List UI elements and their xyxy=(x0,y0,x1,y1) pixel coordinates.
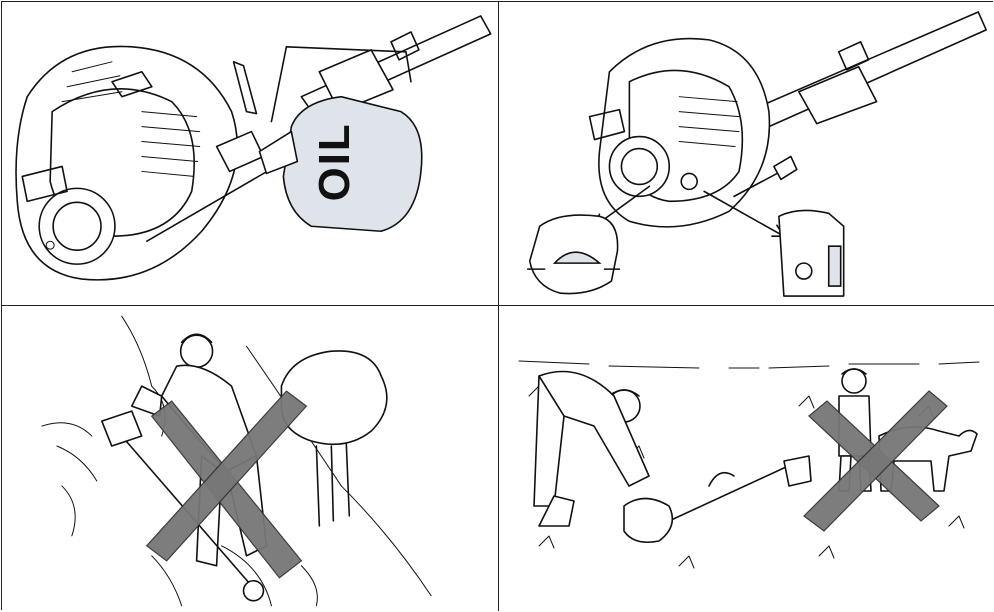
trimmer xyxy=(623,455,812,544)
dipstick xyxy=(733,155,798,198)
prohibition-x xyxy=(145,390,308,579)
tree xyxy=(280,350,388,527)
slope-warning-illustration xyxy=(41,315,432,607)
operator xyxy=(533,370,650,527)
panel-no-slope-operation xyxy=(2,306,499,611)
oil-bottle: OIL xyxy=(258,46,423,233)
prohibition-x xyxy=(803,390,948,532)
engine-body xyxy=(15,45,238,281)
trimmer-shaft xyxy=(758,11,988,128)
bystander-warning-illustration xyxy=(518,360,980,569)
add-oil-illustration: OIL xyxy=(15,15,492,281)
oil-level-side-view xyxy=(778,209,845,297)
oil-label: OIL xyxy=(310,122,359,201)
oil-filler xyxy=(146,61,303,243)
trimmer-shaft xyxy=(300,15,492,115)
panel-add-oil: OIL xyxy=(2,2,499,306)
engine-body xyxy=(588,37,771,228)
panel-keep-bystanders-away xyxy=(499,306,994,611)
oil-level-illustration xyxy=(526,11,988,297)
oil-level-front-view xyxy=(526,214,621,295)
panel-oil-level-check xyxy=(499,2,994,306)
